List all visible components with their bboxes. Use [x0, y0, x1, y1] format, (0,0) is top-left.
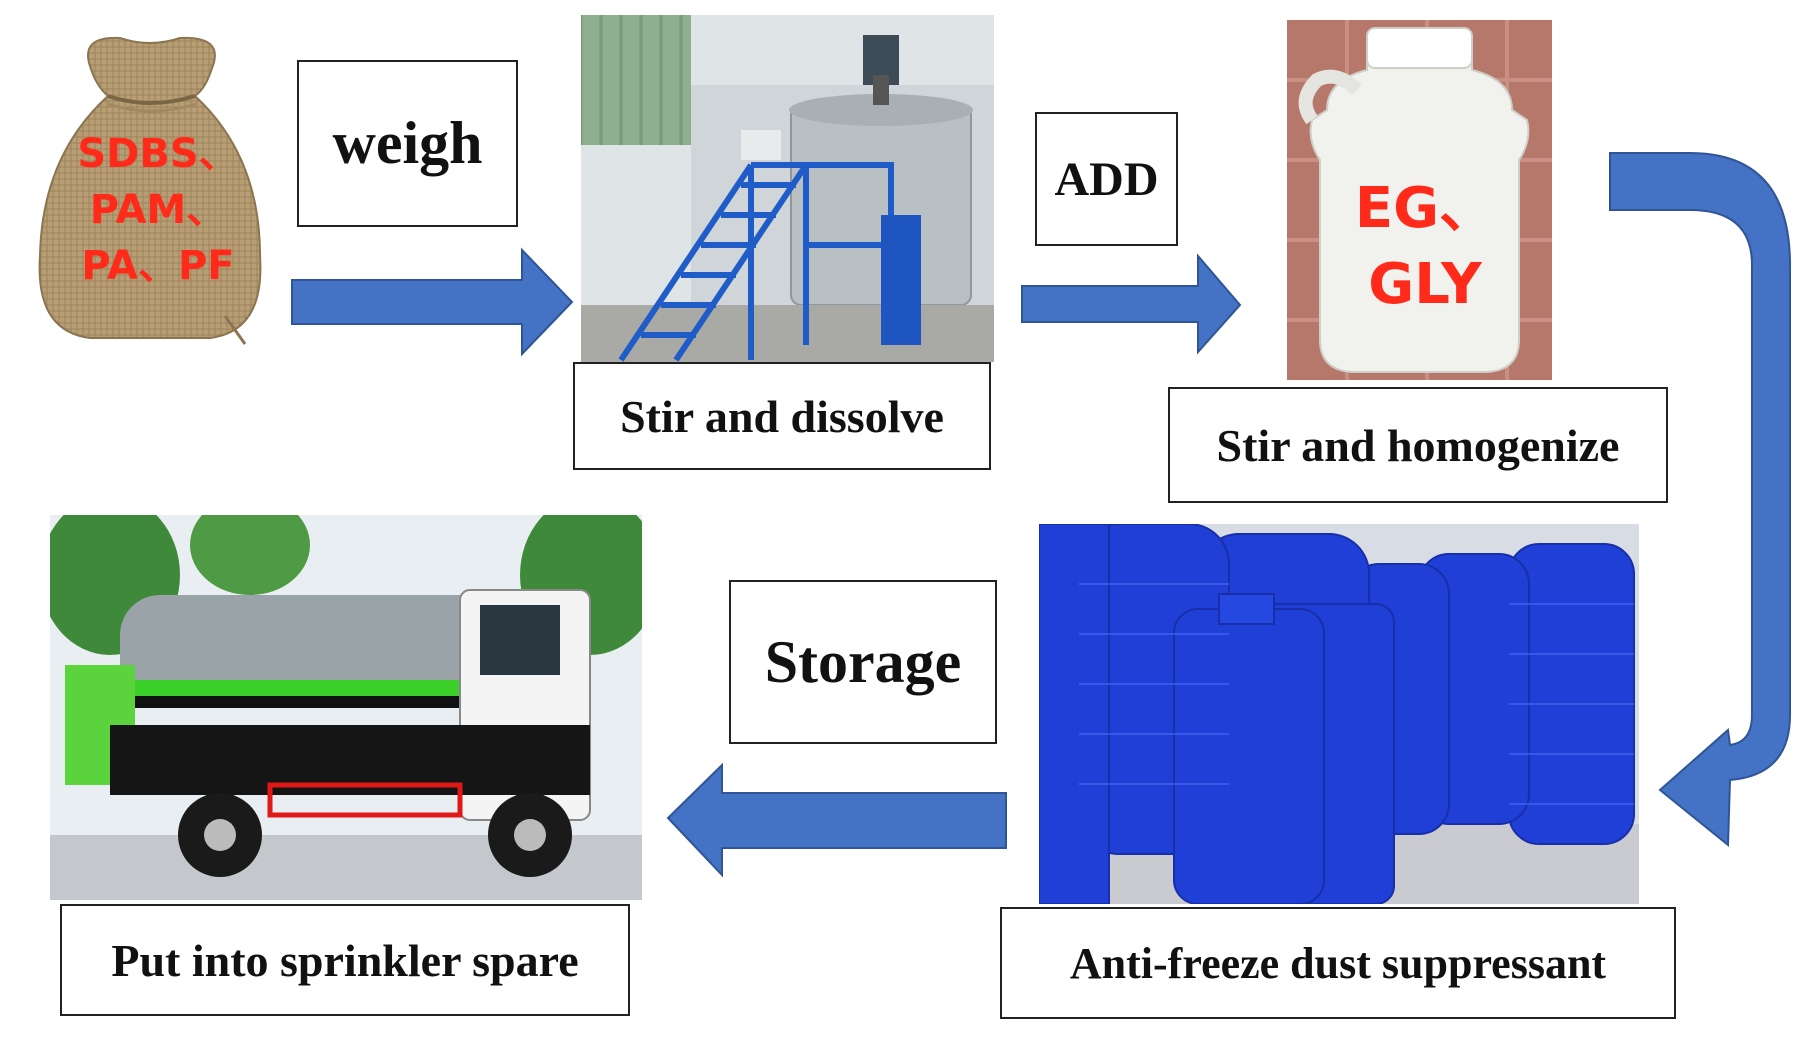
step-anti-freeze-label: Anti-freeze dust suppressant [1000, 907, 1676, 1019]
bag-line-3: PA、PF [81, 243, 235, 289]
mixing-tank-icon [581, 15, 994, 362]
bag-materials-text: SDBS、 PAM、 PA、PF [48, 132, 268, 288]
bag-line-2: PAM、 [89, 187, 227, 233]
step-stir-dissolve-label: Stir and dissolve [573, 362, 991, 470]
arrow-weigh [291, 247, 574, 357]
arrow-add [1021, 253, 1242, 355]
arrow-curve [1609, 152, 1791, 848]
jug-line-1: EG、 [1354, 176, 1496, 241]
step-stir-homogenize-label: Stir and homogenize [1168, 387, 1668, 503]
storage-tanks-icon [1039, 524, 1639, 904]
jug-solvent-text: EG、 GLY [1330, 178, 1520, 315]
step-add-label: ADD [1035, 112, 1178, 246]
arrow-storage [666, 762, 1007, 878]
plastic-jug-icon [1287, 20, 1552, 380]
burlap-bag-icon [20, 26, 282, 346]
step-sprinkler-label: Put into sprinkler spare [60, 904, 630, 1016]
bag-line-1: SDBS、 [77, 131, 239, 177]
step-storage-label: Storage [729, 580, 997, 744]
sprinkler-truck-icon [50, 515, 642, 900]
jug-line-2: GLY [1368, 251, 1482, 317]
step-weigh-label: weigh [297, 60, 518, 227]
